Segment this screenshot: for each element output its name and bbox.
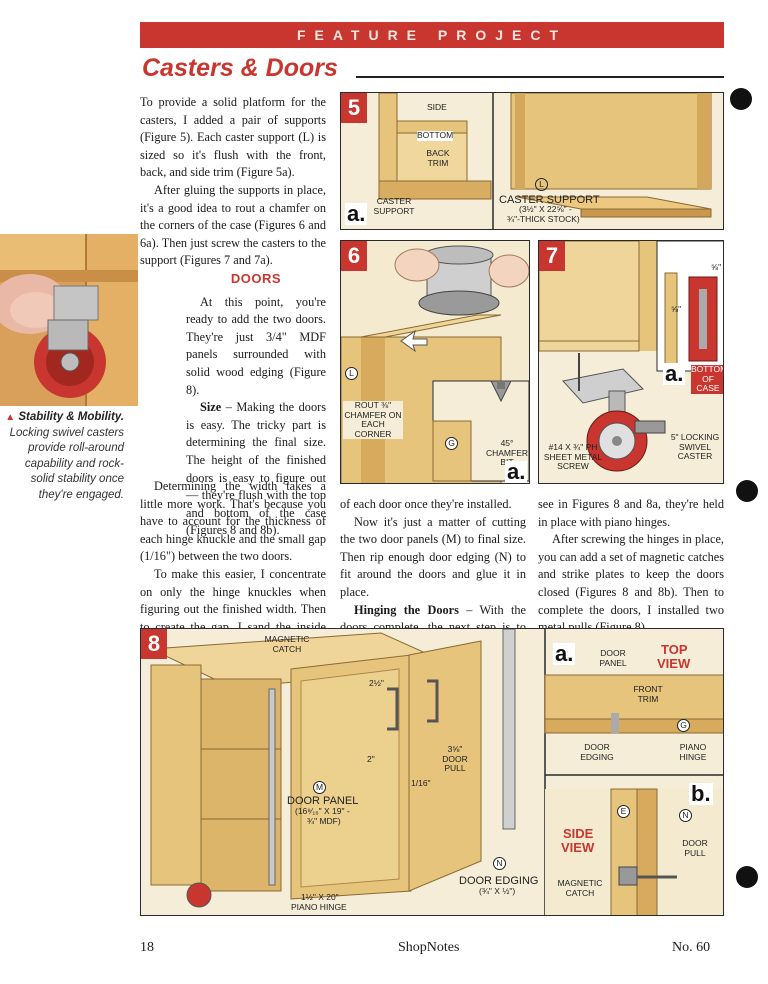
label-magnetic-catch: MAGNETIC CATCH: [264, 634, 310, 654]
caption-lead: Stability & Mobility.: [18, 411, 124, 423]
figure-6: 6 L ROUT ⅜" CHAMFER ON EACH CORNER G 45°…: [340, 240, 530, 484]
label-edging-dims: (¾" x ½"): [479, 886, 516, 896]
subfigure-a: a.: [553, 641, 576, 666]
caption-triangle-icon: ▲: [5, 412, 16, 423]
label-a-front-trim: FRONT TRIM: [633, 684, 663, 704]
dim-side: ⅝": [671, 304, 682, 314]
label-hinge-dims: 1½" x 20": [301, 892, 339, 902]
part-n-marker: N: [493, 857, 506, 870]
label-a-top: TOP: [661, 642, 688, 657]
caption-text: Locking swivel casters provide roll-arou…: [9, 426, 124, 501]
paragraph: see in Figures 8 and 8a, they're held in…: [538, 497, 724, 529]
label-a-door-panel: DOOR PANEL: [599, 648, 627, 668]
title-rule: [356, 76, 724, 78]
paragraph: After gluing the supports in place, it's…: [140, 182, 326, 268]
label-cs-title: CASTER SUPPORT: [499, 194, 600, 206]
margin-bullet-top: [730, 88, 752, 110]
label-door-pull: 3⅝" DOOR PULL: [442, 744, 468, 773]
text-column-1: To provide a solid platform for the cast…: [140, 94, 326, 270]
figure-number: 8: [141, 629, 167, 659]
dim-2-1-2: 2½": [369, 678, 384, 688]
publication-name: ShopNotes: [398, 940, 460, 955]
part-n-marker-b: N: [679, 809, 692, 822]
label-b-door-pull: DOOR PULL: [682, 838, 708, 858]
label-door-edging: DOOR EDGING: [459, 875, 539, 887]
label-a-view: VIEW: [657, 656, 691, 671]
label-a-door-edging: DOOR EDGING: [580, 742, 614, 762]
label-side: SIDE: [427, 102, 447, 112]
text-column-1b: DOORS At this point, you're ready to add…: [140, 266, 326, 540]
paragraph: After screwing the hinges in place, you …: [538, 532, 724, 634]
figure-number: 5: [341, 93, 367, 123]
label-b-magnetic-catch: MAGNETIC CATCH: [557, 878, 603, 898]
figure-5: 5 SIDE BOTTOM BACK TRIM a. CASTER SUPPOR…: [340, 92, 724, 230]
label-screw: #14 x ¾" PH SHEET METAL SCREW: [543, 442, 603, 471]
label-caster: 5" LOCKING SWIVEL CASTER: [670, 432, 720, 461]
label-rout-chamfer: ROUT ⅜" CHAMFER ON EACH CORNER: [343, 400, 403, 439]
label-bottom-of-case: BOTTOM OF CASE: [691, 364, 724, 394]
subfigure-a: a.: [663, 361, 686, 386]
label-cs-dims: (3½" x 22⅝" -: [519, 204, 572, 214]
label-b-side: SIDE: [563, 826, 594, 841]
paragraph: To provide a solid platform for the cast…: [140, 95, 326, 180]
part-m-marker: M: [313, 781, 326, 794]
size-text: – Making the doors is easy. The tricky p…: [186, 400, 326, 538]
paragraph: Determining the width takes a little mor…: [140, 479, 326, 564]
text-column-3: see in Figures 8 and 8a, they're held in…: [538, 496, 724, 637]
label-cs-stock: ¾"-THICK STOCK): [507, 214, 580, 224]
label-a-piano-hinge: PIANO HINGE: [679, 742, 707, 762]
photo-caption: ▲ Stability & Mobility. Locking swivel c…: [2, 410, 124, 503]
paragraph: of each door once they're installed.: [340, 497, 512, 511]
size-lead: Size: [200, 400, 222, 415]
subfigure-a: a.: [345, 201, 368, 226]
label-b-view: VIEW: [561, 840, 595, 855]
margin-bullet-bottom: [736, 866, 758, 888]
label-panel-stock: ¾" MDF): [307, 816, 341, 826]
part-l-marker: L: [535, 178, 548, 191]
margin-bullet-mid: [736, 480, 758, 502]
part-g-marker: G: [677, 719, 690, 732]
figure-8: 8 MAGNETIC CATCH 2½" 2" 3⅝" DOOR PULL 1/…: [140, 628, 724, 916]
doors-heading: DOORS: [230, 271, 282, 286]
part-l-marker: L: [345, 367, 358, 380]
section-banner: FEATURE PROJECT: [140, 22, 724, 48]
paragraph: Now it's just a matter of cutting the tw…: [340, 514, 526, 599]
label-back-trim: BACK TRIM: [426, 148, 450, 168]
page-number: 18: [140, 940, 154, 955]
paragraph: Size – Making the doors is easy. The tri…: [186, 399, 326, 540]
dim-top: ⅝": [711, 262, 722, 272]
part-g-marker: G: [445, 437, 458, 450]
part-e-marker: E: [617, 805, 630, 818]
subfigure-b: b.: [689, 781, 713, 806]
figure-7: 7 ⅝" ⅝" a. BOTTOM OF CASE #14 x ¾" PH SH…: [538, 240, 724, 484]
caster-photo: [0, 234, 138, 406]
figure-number: 6: [341, 241, 367, 271]
subfigure-a: a.: [505, 459, 528, 484]
hinging-lead: Hinging the Doors: [354, 602, 459, 617]
dim-1-16: 1/16": [411, 778, 431, 788]
label-bottom: BOTTOM: [417, 130, 454, 141]
figure-number: 7: [539, 241, 565, 271]
label-door-panel: DOOR PANEL: [287, 795, 359, 807]
dim-2: 2": [367, 754, 375, 764]
page-title: Casters & Doors: [142, 54, 338, 82]
label-caster-support: CASTER SUPPORT: [373, 196, 415, 216]
paragraph: At this point, you're ready to add the t…: [186, 294, 326, 397]
issue-number: No. 60: [672, 940, 711, 955]
label-piano-hinge: PIANO HINGE: [291, 902, 347, 912]
label-panel-dims: (16⁹⁄₁₆" x 19" -: [295, 806, 350, 816]
